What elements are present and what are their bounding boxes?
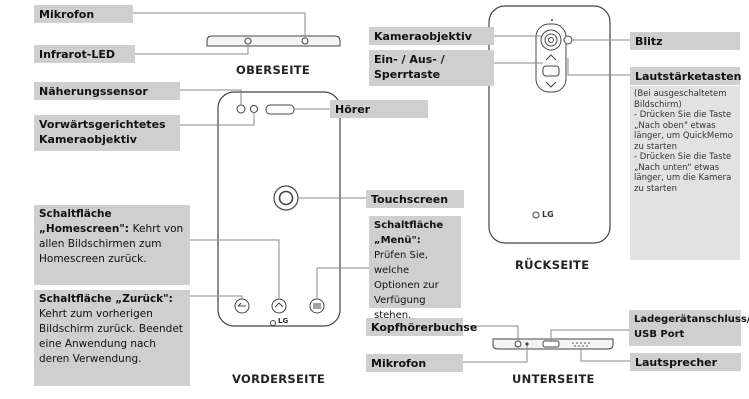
label-ladegeraetanschluss: Ladegerätanschluss/ USB Port [629,310,749,346]
phone-top-edge [206,35,341,47]
zurueck-desc: Kehrt zum vorherigen Bildschirm zurück. … [39,308,183,365]
label-menu-button: Schaltfläche „Menü": Prüfen Sie, welche … [369,216,461,321]
lautstaerke-description: (Bei ausgeschaltetem Bildschirm) - Drück… [630,86,740,260]
lg-logo-back: LG [542,210,554,219]
label-kameraobjektiv: Kameraobjektiv [369,27,494,45]
leader-lines [133,12,630,363]
label-zurueck-button: Schaltfläche „Zurück": Kehrt zum vorheri… [34,290,190,386]
zurueck-title: Schaltfläche „Zurück": [39,293,173,305]
caption-unterseite: UNTERSEITE [512,372,595,386]
phone-bottom-edge [492,338,614,350]
label-mikrofon-top: Mikrofon [34,5,133,23]
menu-title: Schaltfläche „Menü": [374,220,444,246]
label-naeherungssensor: Näherungssensor [34,82,180,100]
label-infrarot-led: Infrarot-LED [34,45,135,63]
label-lautsprecher: Lautsprecher [630,353,741,371]
menu-desc: Prüfen Sie, welche Optionen zur Verfügun… [374,250,439,321]
label-hoerer: Hörer [330,100,428,118]
label-lautstaerketasten: Lautstärketasten [630,67,741,85]
caption-oberseite: OBERSEITE [236,63,311,77]
caption-vorderseite: VORDERSEITE [232,372,326,386]
label-blitz: Blitz [630,32,740,50]
label-kopfhoererbuchse: Kopfhörerbuchse [366,318,477,336]
label-homescreen-button: Schaltfläche „Homescreen": Kehrt von all… [34,205,190,285]
phone-back [488,5,611,244]
caption-rueckseite: RÜCKSEITE [515,258,590,272]
lg-logo-front: LG [278,317,289,325]
homescreen-title: Schaltfläche „Homescreen": [39,208,130,235]
label-mikrofon-bottom: Mikrofon [366,354,463,372]
label-ein-aus-sperrtaste: Ein- / Aus- / Sperrtaste [369,50,494,86]
label-front-kamera: Vorwärtsgerichtetes Kameraobjektiv [34,115,180,151]
label-touchscreen: Touchscreen [366,190,464,208]
homescreen-desc: Kehrt von allen Bildschirmen zum Homescr… [39,223,184,265]
